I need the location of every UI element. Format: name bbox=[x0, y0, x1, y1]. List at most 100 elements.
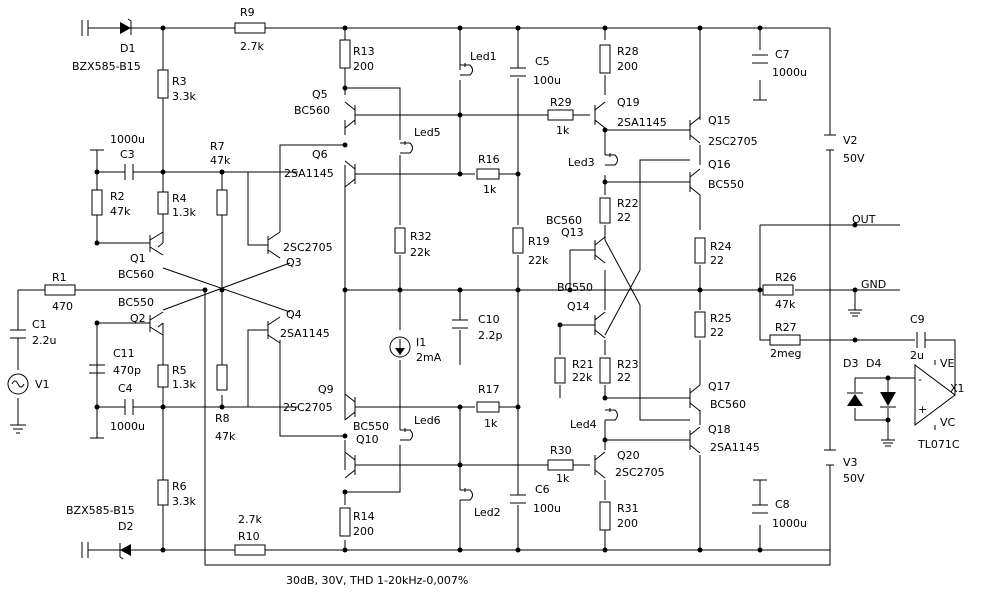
label-r19-value: 22k bbox=[528, 254, 549, 267]
label-r25-value: 22 bbox=[710, 326, 724, 339]
led-led1 bbox=[460, 63, 473, 76]
diode-d3 bbox=[847, 392, 863, 406]
label-r32-value: 22k bbox=[410, 246, 431, 259]
label-led3-ref: Led3 bbox=[568, 156, 595, 169]
label-q15-value: 2SC2705 bbox=[708, 135, 758, 148]
label-d2-value: BZX585-B15 bbox=[66, 504, 135, 517]
label-led1-ref: Led1 bbox=[470, 50, 497, 63]
label-r28-value: 200 bbox=[617, 60, 638, 73]
label-q1-ref: Q1 bbox=[130, 252, 146, 265]
transistor-q9 bbox=[344, 393, 356, 421]
transistor-q3 bbox=[267, 231, 281, 259]
label-q3-ref: Q3 bbox=[286, 256, 302, 269]
source-v2 bbox=[824, 134, 836, 151]
label-r27-value: 2meg bbox=[770, 347, 801, 360]
transistor-q10 bbox=[344, 451, 356, 479]
label-c6-ref: C6 bbox=[535, 483, 550, 496]
label-c1-ref: C1 bbox=[32, 318, 47, 331]
label-q1-value: BC560 bbox=[118, 268, 154, 281]
label-q4-value: 2SA1145 bbox=[280, 327, 330, 340]
label-r28-ref: R28 bbox=[617, 45, 639, 58]
sources bbox=[7, 134, 836, 466]
label-r7-value: 47k bbox=[210, 154, 231, 167]
label-r1-ref: R1 bbox=[52, 271, 67, 284]
transistor-q15 bbox=[689, 116, 701, 144]
resistor-r10 bbox=[234, 544, 266, 556]
label-d4-ref: D4 bbox=[866, 357, 881, 370]
capacitor-c10 bbox=[452, 319, 468, 329]
label-r8-value: 47k bbox=[215, 430, 236, 443]
label-x1-value: TL071C bbox=[917, 438, 960, 451]
capacitor-c5 bbox=[510, 67, 526, 77]
label-r10-value: 2.7k bbox=[238, 513, 262, 526]
capacitor-c3 bbox=[90, 149, 134, 180]
label-x1-pin-ve: VE bbox=[940, 357, 955, 370]
resistor-r19 bbox=[512, 227, 524, 254]
transistor-q14 bbox=[594, 311, 606, 339]
label-r5-ref: R5 bbox=[172, 364, 187, 377]
net-label-out: OUT bbox=[852, 213, 876, 226]
label-q19-ref: Q19 bbox=[617, 96, 640, 109]
resistor-r25 bbox=[694, 311, 706, 338]
label-v2-value: 50V bbox=[843, 152, 865, 165]
label-q10-ref: Q10 bbox=[356, 433, 379, 446]
transistor-q5 bbox=[344, 101, 356, 129]
label-r23-ref: R23 bbox=[617, 358, 639, 371]
label-i1-value: 2mA bbox=[416, 351, 442, 364]
label-r17-ref: R17 bbox=[478, 383, 500, 396]
label-r23-value: 22 bbox=[617, 371, 631, 384]
led-led4 bbox=[605, 408, 618, 421]
label-r6-ref: R6 bbox=[172, 480, 187, 493]
label-q5-ref: Q5 bbox=[312, 88, 328, 101]
zener-d2 bbox=[81, 542, 131, 560]
label-r14-ref: R14 bbox=[353, 510, 375, 523]
label-r26-ref: R26 bbox=[775, 271, 797, 284]
diode-d4 bbox=[880, 392, 896, 408]
resistor-r29 bbox=[547, 109, 574, 121]
label-i1-ref: I1 bbox=[416, 336, 426, 349]
label-c10-value: 2.2p bbox=[478, 329, 502, 342]
label-q20-value: 2SC2705 bbox=[615, 466, 665, 479]
label-r24-ref: R24 bbox=[710, 240, 732, 253]
label-r5-value: 1.3k bbox=[172, 378, 196, 391]
label-d3-ref: D3 bbox=[843, 357, 858, 370]
resistor-r24 bbox=[694, 237, 706, 264]
label-q5-value: BC560 bbox=[294, 104, 330, 117]
label-c10-ref: C10 bbox=[478, 313, 500, 326]
source-v1 bbox=[7, 373, 29, 434]
label-r1-value: 470 bbox=[52, 300, 73, 313]
ground-symbols bbox=[848, 309, 895, 447]
label-d2-ref: D2 bbox=[118, 520, 133, 533]
transistor-q13 bbox=[594, 236, 606, 264]
label-r30-ref: R30 bbox=[550, 444, 572, 457]
resistor-r28 bbox=[599, 44, 611, 74]
label-r14-value: 200 bbox=[353, 525, 374, 538]
capacitor-c11 bbox=[89, 364, 105, 374]
label-r13-ref: R13 bbox=[353, 45, 375, 58]
transistor-q1 bbox=[149, 231, 164, 256]
label-q18-ref: Q18 bbox=[708, 423, 731, 436]
label-r31-value: 200 bbox=[617, 517, 638, 530]
current-source-i1 bbox=[389, 336, 411, 358]
transistor-q18 bbox=[689, 426, 701, 454]
label-q10-value: BC550 bbox=[353, 420, 389, 433]
resistor-r17 bbox=[476, 401, 500, 413]
transistors bbox=[149, 101, 701, 479]
label-r21-ref: R21 bbox=[572, 358, 594, 371]
label-c3-value: 1000u bbox=[110, 133, 145, 146]
transistor-q19 bbox=[594, 101, 606, 129]
capacitor-c7 bbox=[752, 54, 768, 101]
label-r22-value: 22 bbox=[617, 211, 631, 224]
resistor-r8 bbox=[216, 364, 228, 391]
resistors bbox=[44, 22, 801, 556]
label-c6-value: 100u bbox=[533, 502, 561, 515]
label-r29-value: 1k bbox=[556, 124, 570, 137]
source-v3 bbox=[824, 449, 836, 466]
label-c9-ref: C9 bbox=[910, 313, 925, 326]
label-q6-ref: Q6 bbox=[312, 148, 328, 161]
label-q18-value: 2SA1145 bbox=[710, 441, 760, 454]
label-r16-value: 1k bbox=[483, 183, 497, 196]
opamp-x1: - + bbox=[914, 364, 956, 426]
resistor-r7 bbox=[216, 189, 228, 216]
